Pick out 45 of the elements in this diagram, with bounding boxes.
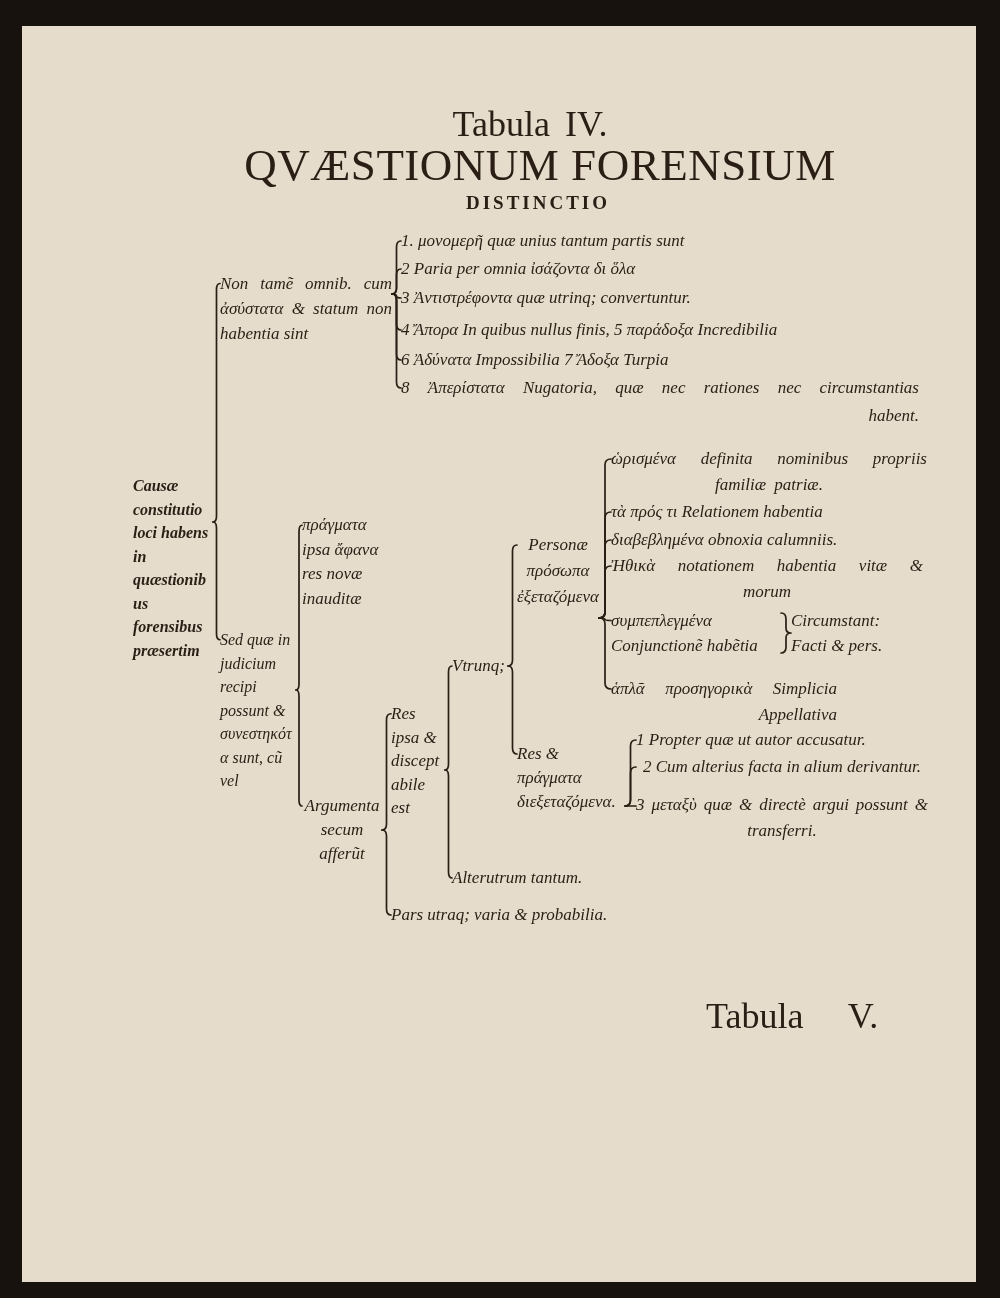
category-text: τὰ πρός τι Relationem habentia [611,498,921,526]
list-item-text: 1 Propter quæ ut autor accusatur. [636,726,928,754]
bracket-line [391,293,402,389]
root-category-text: Causæ constitutio loci habens in quæstionibus forensibus præsertim [133,474,213,662]
category-text: Alterutrum tantum. [452,864,622,892]
category-text: Personæ πρόσωπα ἐξεταζόμενα [517,532,599,610]
list-item-text: 8 Ἀπερίστατα Nugatoria, quæ nec rationes nec circumstantias habent. [401,374,919,430]
bracket-line [295,524,303,691]
category-text: Sed quæ in judicium recipi possunt & συνεστηκότα sunt, cũ vel [220,628,296,793]
list-item-text: 3 Ἀντιστρέφοντα quæ utrinq; convertuntur. [401,284,851,312]
list-item-text: 6 Ἀδύνατα Impossibilia 7 Ἄδοξα Turpia [401,346,831,374]
bracket-line [381,829,392,916]
bracket-line [212,282,221,523]
bracket-line [295,689,303,807]
bracket-line [381,712,392,831]
bracket-line [212,521,221,641]
bracket-line [391,293,402,299]
bracket-line [444,665,453,771]
category-text: Pars utraq; varia & probabilia. [391,901,671,929]
subtitle: DISTINCTIO [464,192,611,214]
bracket-line [598,617,612,690]
list-item-text: 1. μονομερῆ quæ unius tantum partis sunt [401,227,831,255]
list-item-text: 2 Paria per omnia ἰσάζοντα δι ὅλα [401,255,831,283]
category-text: συμπεπλεγμένα Conjunctionẽ habẽtia [611,608,781,658]
list-item-text: 3 μεταξὺ quæ & directè argui possunt & transferri. [636,792,928,844]
note-text: Circumstant: Facti & pers. [791,608,911,658]
list-item-text: 2 Cum alterius facta in alium derivantur. [636,755,928,779]
category-text: ἁπλᾶ προσηγορικὰ Simplicia Appellativa [611,676,837,728]
list-item-text: 4 Ἄπορα In quibus nullus finis, 5 παράδοξα Incredibilia [401,316,901,344]
bracket-line [391,268,402,295]
bracket-line [624,805,637,807]
category-text: πράγματα ipsa ἄφανα res novæ inauditæ [302,513,388,611]
category-text: Res & πράγματα διεξεταζόμενα. [517,742,625,814]
category-text: ὡρισμένα definita nominibus propriis familiæ patriæ. [611,446,927,498]
bracket-line [507,544,518,667]
category-text: Argumenta secum afferũt [302,794,382,866]
category-text: Non tamẽ omnib. cum ἀσύστατα & statum non habentia sint [220,271,392,346]
bracket-line [624,766,637,807]
category-text: διαβεβλημένα obnoxia calumniis. [611,526,931,554]
category-text: Res ipsa & disceptabile est [391,702,445,820]
next-table-heading: Tabula V. [706,995,880,1038]
bracket-line [780,612,792,654]
category-text: Vtrunq; [452,652,508,680]
bracket-line [507,665,518,755]
bracket-line [444,769,453,879]
